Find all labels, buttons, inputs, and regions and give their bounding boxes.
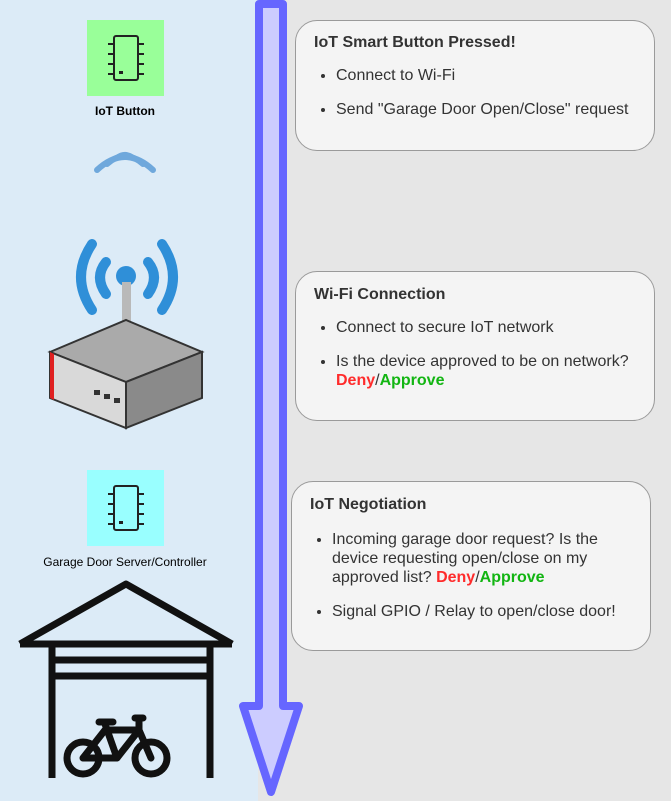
signal-waves-icon <box>94 152 156 173</box>
card-wifi-connection: Wi-Fi Connection Connect to secure IoT n… <box>295 271 655 421</box>
controller-label: Garage Door Server/Controller <box>43 555 207 569</box>
down-arrow-icon <box>239 0 303 796</box>
list-item: Signal GPIO / Relay to open/close door! <box>332 602 632 621</box>
card-iot-smart-button: IoT Smart Button Pressed! Connect to Wi-… <box>295 20 655 151</box>
separator: / <box>375 372 380 389</box>
list-item: Connect to secure IoT network <box>336 318 636 337</box>
separator: / <box>475 569 480 586</box>
card-title: Wi-Fi Connection <box>314 286 446 303</box>
deny-label: Deny <box>436 569 476 586</box>
iot-button-label: IoT Button <box>95 104 155 118</box>
list-item: Send "Garage Door Open/Close" request <box>336 100 636 119</box>
card-title: IoT Smart Button Pressed! <box>314 34 516 51</box>
list-item: Incoming garage door request? Is the dev… <box>332 530 632 587</box>
list-item: Is the device approved to be on network?… <box>336 352 636 390</box>
router-icon <box>47 239 205 430</box>
garage-icon <box>18 580 234 778</box>
approve-label: Approve <box>379 372 445 389</box>
chip-icon <box>107 35 144 81</box>
card-iot-negotiation: IoT Negotiation Incoming garage door req… <box>291 481 651 651</box>
chip-icon <box>107 485 144 531</box>
list-item-text: Is the device approved to be on network? <box>336 353 629 370</box>
controller-chip <box>87 470 164 546</box>
iot-button-chip <box>87 20 164 96</box>
deny-label: Deny <box>336 372 376 389</box>
approve-label: Approve <box>479 569 545 586</box>
list-item: Connect to Wi-Fi <box>336 66 636 85</box>
card-title: IoT Negotiation <box>310 496 427 513</box>
list-item-text: Incoming garage door request? Is the dev… <box>332 531 598 586</box>
bicycle-icon <box>63 714 171 778</box>
